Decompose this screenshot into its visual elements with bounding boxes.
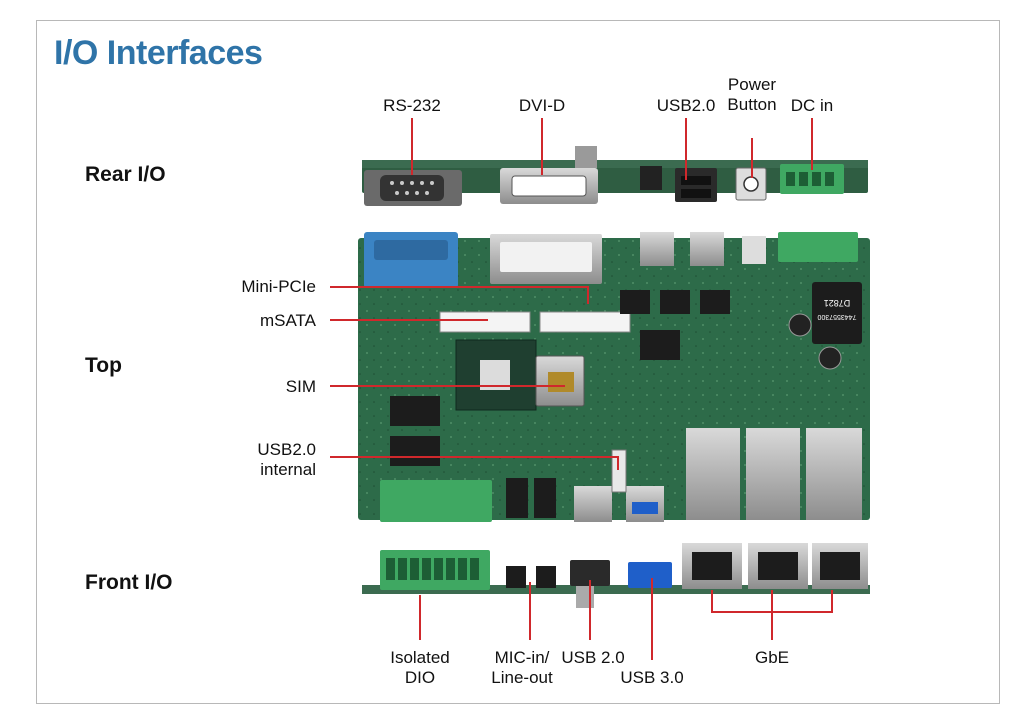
label-mic-line1: MIC-in/ xyxy=(494,648,550,667)
usb20-port-front xyxy=(570,560,610,586)
label-usb30-front: USB 3.0 xyxy=(620,668,684,687)
leader-mini-pcie xyxy=(330,286,589,304)
mic-jack-front xyxy=(506,566,526,588)
label-mic-line2: Line-out xyxy=(491,668,553,687)
label-rs232: RS-232 xyxy=(383,96,441,115)
front-io-board xyxy=(362,543,870,608)
label-usb20-rear: USB2.0 xyxy=(656,96,716,115)
label-usb-internal-line2: internal xyxy=(260,460,316,479)
section-front-io: Front I/O xyxy=(85,571,173,594)
lan-jack-top-2 xyxy=(746,428,800,520)
label-usb-internal: USB2.0 internal xyxy=(196,440,316,480)
label-mic-line-out: MIC-in/ Line-out xyxy=(480,648,564,688)
rear-io-board xyxy=(362,146,868,206)
top-board xyxy=(358,232,870,522)
section-top: Top xyxy=(85,354,122,377)
label-msata: mSATA xyxy=(259,311,316,330)
mini-pcie-slot xyxy=(539,311,631,333)
label-gbe: GbE xyxy=(754,648,790,667)
label-dc-in: DC in xyxy=(790,96,834,115)
label-usb-internal-line1: USB2.0 xyxy=(257,440,316,459)
msata-slot xyxy=(439,311,531,333)
page-title: I/O Interfaces xyxy=(54,34,263,72)
usb30-port-front xyxy=(628,562,672,588)
label-power-button-line1: Power xyxy=(727,75,777,94)
label-sim: SIM xyxy=(285,377,316,396)
label-usb20-front: USB 2.0 xyxy=(561,648,625,667)
label-isolated-line2: DIO xyxy=(404,668,436,687)
inductor-code-2: 7443557300 xyxy=(817,313,856,320)
inductor-code-1: D7821 xyxy=(824,298,851,308)
slide-frame xyxy=(36,20,1000,704)
label-mini-pcie: Mini-PCIe xyxy=(241,277,316,296)
label-isolated-dio: Isolated DIO xyxy=(380,648,460,688)
inductor xyxy=(812,282,862,344)
label-dvid: DVI-D xyxy=(518,96,566,115)
label-power-button-line2: Button xyxy=(727,95,777,114)
lan-jack-top-1 xyxy=(686,428,740,520)
label-power-button: Power Button xyxy=(717,75,787,115)
leader-usb-internal xyxy=(330,456,619,470)
section-rear-io: Rear I/O xyxy=(85,163,166,186)
dio-terminal-top xyxy=(380,480,492,522)
label-isolated-line1: Isolated xyxy=(390,648,450,667)
lan-jack-top-3 xyxy=(806,428,862,520)
leader-lines xyxy=(330,118,833,660)
